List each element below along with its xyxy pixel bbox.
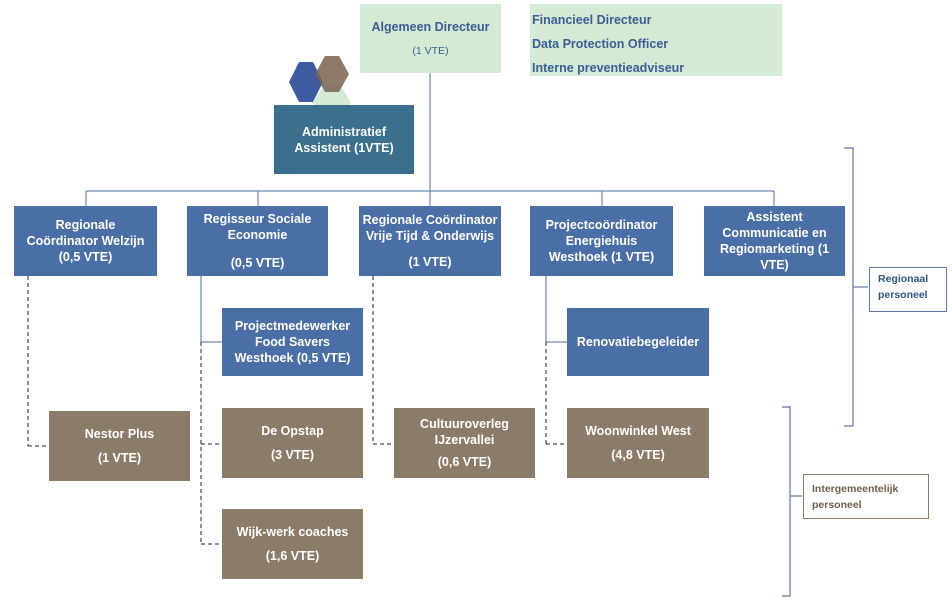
legend-intergemeentelijk: Intergemeentelijk personeel bbox=[803, 474, 929, 519]
director-box: Algemeen Directeur (1 VTE) bbox=[360, 4, 501, 73]
staff-box: Financieel Directeur Data Protection Off… bbox=[530, 4, 782, 76]
assistant-vte: Assistent (1VTE) bbox=[294, 140, 394, 155]
assistant-box: Administratief Assistent (1VTE) bbox=[274, 105, 414, 174]
regional-vrije-tijd: Regionale Coördinator Vrije Tijd & Onder… bbox=[359, 206, 501, 276]
regional-welzijn: Regionale Coördinator Welzijn (0,5 VTE) bbox=[14, 206, 157, 276]
regional-communicatie: Assistent Communicatie en Regiomarketing… bbox=[704, 206, 845, 276]
de-opstap-box: De Opstap (3 VTE) bbox=[222, 408, 363, 478]
cultuuroverleg-box: Cultuuroverleg IJzervallei (0,6 VTE) bbox=[394, 408, 535, 478]
regional-sociale-economie: Regisseur Sociale Economie (0,5 VTE) bbox=[187, 206, 328, 276]
nestor-plus-box: Nestor Plus (1 VTE) bbox=[49, 411, 190, 481]
legend-regionaal: Regionaal personeel bbox=[869, 267, 947, 312]
director-vte: (1 VTE) bbox=[412, 44, 449, 57]
food-savers-box: Projectmedewerker Food Savers Westhoek (… bbox=[222, 308, 363, 376]
staff-dpo: Data Protection Officer bbox=[532, 37, 669, 51]
wijk-werk-box: Wijk-werk coaches (1,6 VTE) bbox=[222, 509, 363, 579]
director-title: Algemeen Directeur bbox=[371, 19, 490, 34]
assistant-title: Administratief bbox=[301, 124, 387, 139]
woonwinkel-box: Woonwinkel West (4,8 VTE) bbox=[567, 408, 709, 478]
renovatie-box: Renovatiebegeleider bbox=[567, 308, 709, 376]
staff-preventie: Interne preventieadviseur bbox=[532, 61, 685, 75]
regional-energiehuis: Projectcoördinator Energiehuis Westhoek … bbox=[530, 206, 673, 276]
staff-financieel: Financieel Directeur bbox=[532, 13, 652, 27]
